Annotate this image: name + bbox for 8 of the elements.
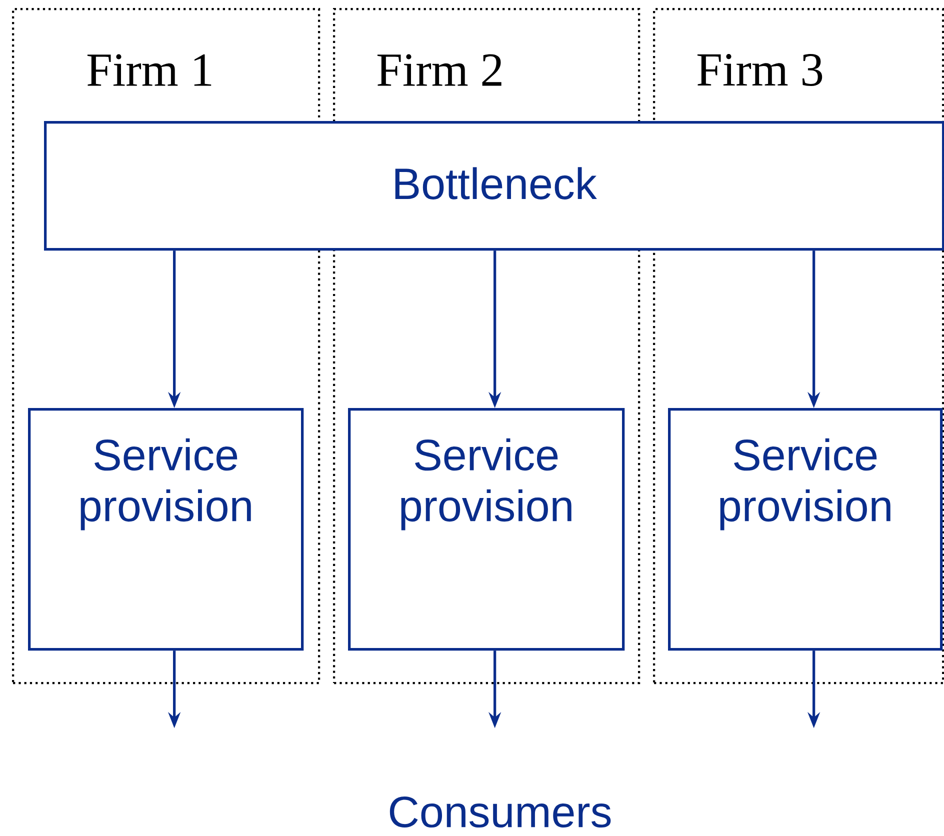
service-box: Service provision — [28, 408, 304, 651]
bottleneck-box: Bottleneck — [44, 121, 944, 251]
service-box: Service provision — [668, 408, 943, 651]
service-box: Service provision — [348, 408, 625, 651]
consumers-label: Consumers — [390, 796, 611, 828]
firm-heading: Firm 1 — [87, 54, 212, 86]
firm-heading: Firm 2 — [377, 54, 502, 86]
firm-heading: Firm 3 — [697, 54, 822, 86]
